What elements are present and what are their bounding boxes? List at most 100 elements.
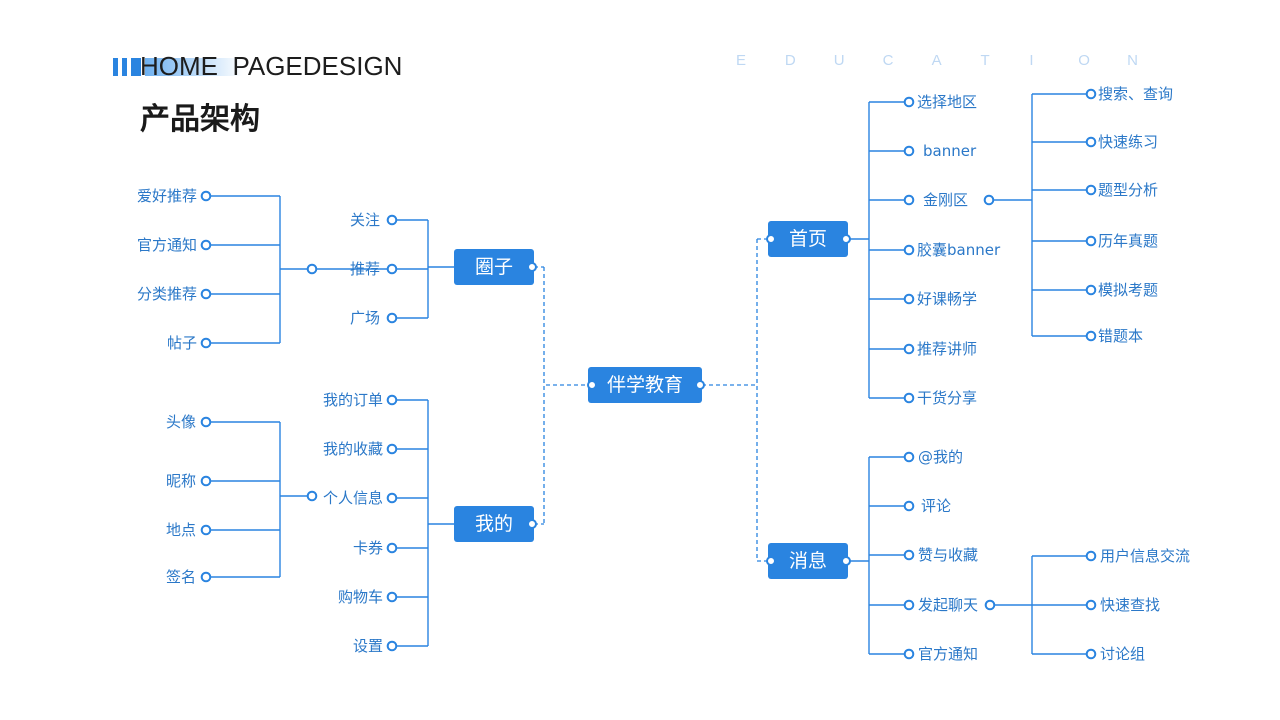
home-sub-label: 模拟考题 bbox=[1098, 281, 1159, 299]
home-child-dot bbox=[903, 392, 915, 404]
watermark-letter: T bbox=[980, 52, 990, 69]
header-accent-bars bbox=[113, 58, 243, 76]
message-sub-dot bbox=[1085, 648, 1097, 660]
mine-child-dot bbox=[386, 443, 398, 455]
message-child-label: 官方通知 bbox=[918, 645, 979, 663]
watermark-letter: C bbox=[882, 52, 894, 69]
circle-sub-dot bbox=[200, 239, 212, 251]
home-child-label: 金刚区 bbox=[923, 191, 969, 209]
watermark-letter: E bbox=[736, 52, 747, 69]
hub-circle[interactable]: 圈子 bbox=[454, 249, 534, 285]
mine-child-label: 个人信息 bbox=[322, 489, 383, 507]
circle-child-dot bbox=[386, 312, 398, 324]
mine-child-dot bbox=[386, 394, 398, 406]
mine-sub-label: 地点 bbox=[165, 521, 196, 539]
circle-sub-label: 分类推荐 bbox=[136, 285, 197, 303]
message-child-label: 评论 bbox=[921, 497, 952, 515]
title-home: HOME bbox=[140, 51, 218, 81]
message-child-dot bbox=[903, 599, 915, 611]
circle-sub-junction-dot bbox=[306, 263, 318, 275]
circle-sub-dot bbox=[200, 337, 212, 349]
message-child-dot bbox=[903, 648, 915, 660]
home-sub-dot bbox=[1085, 184, 1097, 196]
message-child-dot bbox=[903, 549, 915, 561]
home-child-label: 干货分享 bbox=[917, 389, 978, 407]
mine-child-label: 卡券 bbox=[352, 539, 383, 557]
mine-child-dot bbox=[386, 492, 398, 504]
mine-child-label: 购物车 bbox=[337, 588, 383, 606]
circle-sub-label: 爱好推荐 bbox=[136, 187, 197, 205]
mine-sub-label: 昵称 bbox=[165, 472, 196, 490]
mine-child-dot bbox=[386, 640, 398, 652]
mine-sub-label: 签名 bbox=[165, 568, 196, 586]
title-pagedesign: PAGEDESIGN bbox=[232, 51, 403, 81]
home-child-dot bbox=[903, 145, 915, 157]
message-sub-junction-dot bbox=[984, 599, 996, 611]
home-sub-label: 错题本 bbox=[1098, 327, 1144, 345]
message-sub-dot bbox=[1085, 550, 1097, 562]
page-title: HOME PAGEDESIGN bbox=[140, 49, 402, 83]
message-sub-dot bbox=[1085, 599, 1097, 611]
home-sub-dot bbox=[1085, 284, 1097, 296]
circle-sub-label: 官方通知 bbox=[136, 236, 197, 254]
watermark-letter: I bbox=[1029, 52, 1034, 69]
watermark-letter: D bbox=[784, 52, 796, 69]
message-sub-label: 讨论组 bbox=[1100, 645, 1146, 663]
home-sub-dot bbox=[1085, 330, 1097, 342]
mine-child-dot bbox=[386, 591, 398, 603]
watermark-letter: O bbox=[1078, 52, 1090, 69]
message-child-label: 赞与收藏 bbox=[918, 546, 979, 564]
home-child-label: 选择地区 bbox=[917, 93, 978, 111]
mine-child-label: 我的订单 bbox=[322, 391, 383, 409]
hub-home[interactable]: 首页 bbox=[768, 221, 848, 257]
circle-child-label: 关注 bbox=[349, 211, 380, 229]
mine-sub-junction-dot bbox=[306, 490, 318, 502]
message-child-label: @我的 bbox=[918, 448, 964, 466]
mine-sub-dot bbox=[200, 571, 212, 583]
home-sub-dot bbox=[1085, 88, 1097, 100]
home-sub-label: 搜索、查询 bbox=[1098, 85, 1174, 103]
home-sub-label: 快速练习 bbox=[1098, 133, 1159, 151]
home-child-dot bbox=[903, 293, 915, 305]
message-sub-label: 用户信息交流 bbox=[1100, 547, 1191, 565]
circle-sub-dot bbox=[200, 288, 212, 300]
watermark-letter: U bbox=[833, 52, 845, 69]
circle-child-dot bbox=[386, 263, 398, 275]
home-child-label: banner bbox=[923, 142, 977, 160]
circle-sub-label: 帖子 bbox=[166, 334, 197, 352]
message-sub-label: 快速查找 bbox=[1100, 596, 1161, 614]
mine-sub-label: 头像 bbox=[165, 413, 196, 431]
home-sub-label: 题型分析 bbox=[1098, 181, 1159, 199]
mine-child-label: 我的收藏 bbox=[322, 440, 383, 458]
hub-message[interactable]: 消息 bbox=[768, 543, 848, 579]
home-child-dot bbox=[903, 244, 915, 256]
mine-sub-dot bbox=[200, 524, 212, 536]
home-sub-dot bbox=[1085, 136, 1097, 148]
message-child-dot bbox=[903, 500, 915, 512]
hub-mine[interactable]: 我的 bbox=[454, 506, 534, 542]
home-child-label: 好课畅学 bbox=[917, 290, 978, 308]
home-sub-dot bbox=[1085, 235, 1097, 247]
circle-child-label: 广场 bbox=[349, 309, 380, 327]
home-child-label: 推荐讲师 bbox=[917, 340, 978, 358]
home-sub-junction-dot bbox=[983, 194, 995, 206]
watermark-letter: N bbox=[1127, 52, 1138, 69]
circle-child-label: 推荐 bbox=[349, 260, 380, 278]
mine-child-dot bbox=[386, 542, 398, 554]
home-sub-label: 历年真题 bbox=[1098, 232, 1159, 250]
mine-sub-dot bbox=[200, 475, 212, 487]
home-child-label: 胶囊banner bbox=[917, 241, 1001, 259]
message-child-label: 发起聊天 bbox=[918, 596, 979, 614]
watermark-letter: A bbox=[931, 52, 942, 69]
home-child-dot bbox=[903, 96, 915, 108]
page-subtitle: 产品架构 bbox=[140, 102, 260, 137]
mine-sub-dot bbox=[200, 416, 212, 428]
mine-child-label: 设置 bbox=[352, 637, 383, 655]
message-child-dot bbox=[903, 451, 915, 463]
circle-sub-dot bbox=[200, 190, 212, 202]
home-child-dot bbox=[903, 194, 915, 206]
circle-child-dot bbox=[386, 214, 398, 226]
root-node-banxue[interactable]: 伴学教育 bbox=[588, 367, 702, 403]
